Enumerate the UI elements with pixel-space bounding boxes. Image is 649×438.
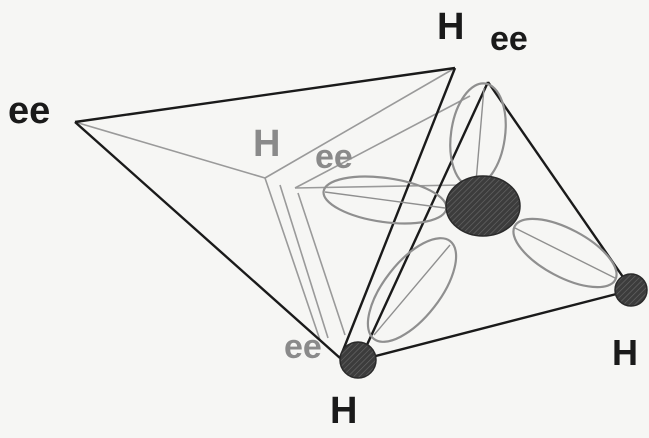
atoms <box>339 175 648 379</box>
label-ee-bottom: ee <box>284 328 322 366</box>
left-tetrahedron <box>74 66 457 359</box>
orbital-lobe-right <box>512 217 618 289</box>
hydrogen-atom-bottom <box>339 341 377 379</box>
orbital-lobe-bottom <box>366 237 458 343</box>
label-ee-back: ee <box>315 138 353 176</box>
hydrogen-atom-right <box>614 273 648 307</box>
central-atom <box>445 175 521 237</box>
label-ee-left: ee <box>8 90 51 132</box>
label-h-bottom: H <box>330 390 358 432</box>
orbital-lobe-top <box>449 82 507 188</box>
label-h-top: H <box>437 6 465 48</box>
label-h-back: H <box>253 123 281 165</box>
label-h-right: H <box>612 332 638 373</box>
label-ee-top: ee <box>490 20 528 58</box>
back-tetrahedron <box>74 67 471 341</box>
